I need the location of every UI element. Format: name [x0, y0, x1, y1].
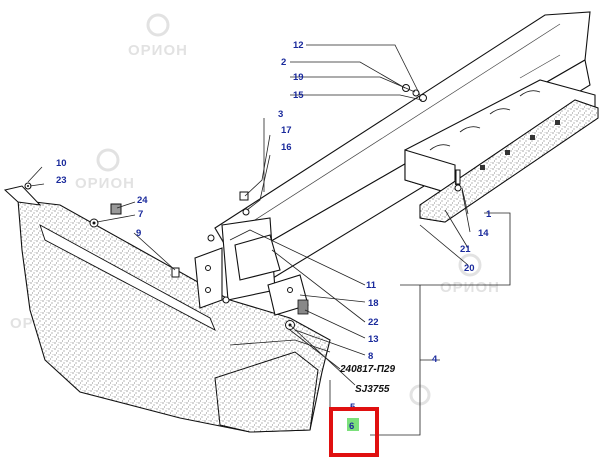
callout-9[interactable]: 9: [136, 228, 141, 239]
fasteners: [89, 84, 462, 330]
reference-code-1: 240817-П29: [339, 364, 395, 375]
callout-18[interactable]: 18: [368, 298, 379, 309]
callout-11[interactable]: 11: [366, 280, 377, 291]
callout-17[interactable]: 17: [281, 125, 292, 136]
callout-10[interactable]: 10: [56, 158, 67, 169]
callout-21[interactable]: 21: [460, 244, 471, 255]
callout-20[interactable]: 20: [464, 263, 475, 274]
bolt-mid: [239, 191, 250, 216]
watermark-text: ОРИОН: [75, 175, 135, 192]
callout-1[interactable]: 1: [486, 209, 492, 220]
callout-22[interactable]: 22: [368, 317, 379, 328]
bolt-right: [454, 169, 462, 192]
watermark-logo: ОРИОН: [440, 253, 500, 296]
callout-labels: 12 2 19 15 3 17 16 10 23 24 7 9 1 14 21 …: [56, 40, 492, 413]
callout-2[interactable]: 2: [281, 57, 286, 68]
highlight-callout-bg: [347, 418, 359, 431]
step-bracket: [404, 79, 599, 223]
bolt-top: [402, 84, 427, 102]
end-cap: [3, 182, 42, 206]
bolt-left: [89, 203, 180, 278]
watermark-text: ОРИОН: [440, 279, 500, 296]
callout-19[interactable]: 19: [293, 72, 304, 83]
callout-8[interactable]: 8: [368, 351, 373, 362]
callout-23[interactable]: 23: [56, 175, 67, 186]
highlight-frame: [329, 407, 379, 457]
highlight-box: 6: [329, 407, 379, 457]
reference-code-2: SJ3755: [355, 384, 390, 395]
callout-12[interactable]: 12: [293, 40, 304, 51]
callout-3[interactable]: 3: [278, 109, 283, 120]
watermark-text: ОРИОН: [128, 42, 188, 59]
watermark-logo: ОРИОН: [128, 13, 188, 59]
callout-7[interactable]: 7: [138, 209, 143, 220]
callout-15[interactable]: 15: [293, 90, 304, 101]
watermark-logo: ОРИОН: [75, 148, 135, 192]
bumper-shell: [17, 199, 331, 433]
callout-14[interactable]: 14: [478, 228, 489, 239]
reference-codes: 240817-П29 SJ3755: [339, 364, 395, 395]
mounting-bracket: [194, 217, 309, 316]
callout-24[interactable]: 24: [137, 195, 148, 206]
callout-6[interactable]: 6: [349, 421, 354, 432]
callout-16[interactable]: 16: [281, 142, 292, 153]
callout-4[interactable]: 4: [432, 354, 438, 365]
callout-13[interactable]: 13: [368, 334, 379, 345]
